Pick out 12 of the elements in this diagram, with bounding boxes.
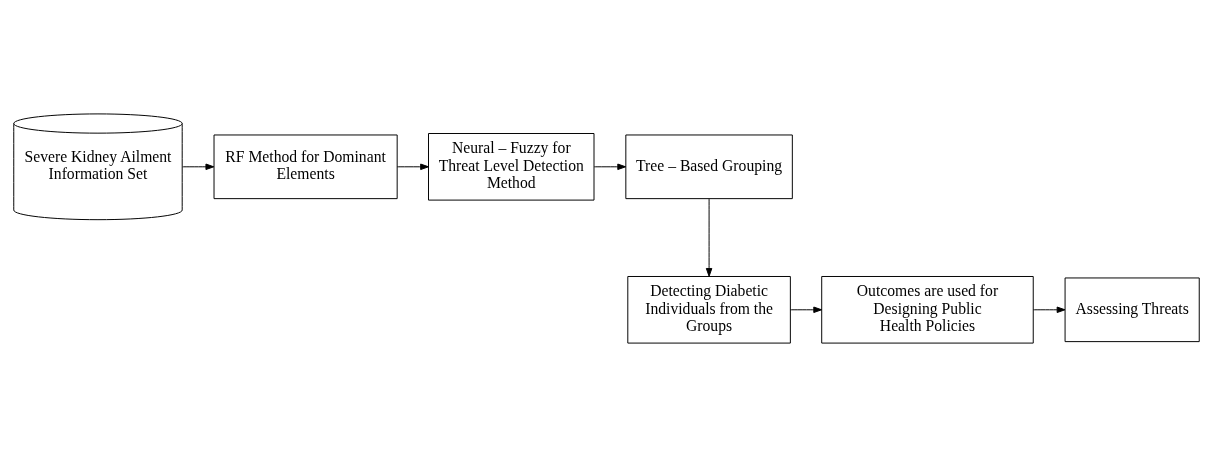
arrow [1032, 306, 1066, 313]
arrow [593, 163, 627, 171]
node-box: Detecting Diabetic Individuals from the Groups [627, 276, 791, 344]
arrow [789, 306, 823, 313]
arrow [181, 163, 215, 171]
arrow [396, 163, 429, 171]
node-box: Tree – Based Grouping [625, 134, 793, 200]
node-box: RF Method for Dominant Elements [213, 134, 398, 200]
node-box: Assessing Threats [1064, 277, 1200, 343]
node-box: Neural – Fuzzy for Threat Level Detection Method [428, 133, 595, 201]
node-box: Outcomes are used for Designing Public Health Policies [821, 276, 1034, 344]
arrow [705, 198, 713, 277]
